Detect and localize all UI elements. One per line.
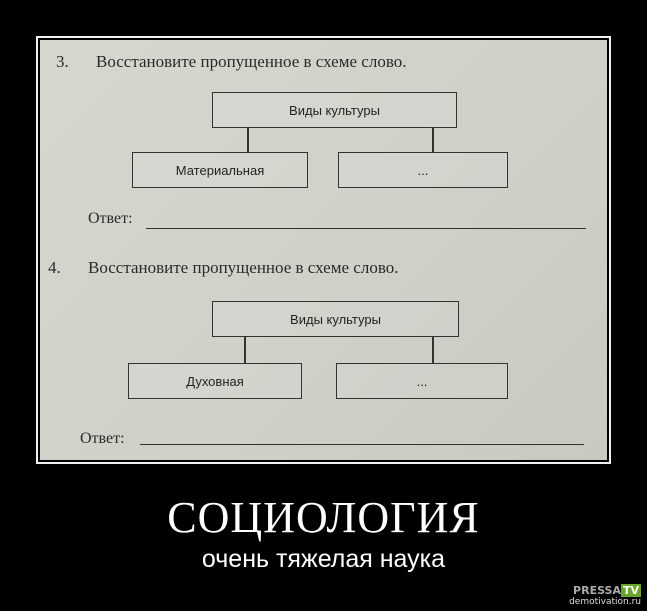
q4-number: 4. [48, 258, 61, 277]
q3-answer-line [146, 228, 586, 229]
poster-frame [36, 36, 611, 464]
q4-answer-label: Ответ: [80, 430, 125, 447]
watermark-site: demotivation.ru [569, 597, 641, 607]
q3-number: 3. [56, 52, 69, 71]
watermark-tv: TV [620, 584, 641, 597]
q3-text: Восстановите пропущенное в схеме слово. [96, 52, 407, 71]
q3-right-box: ... [338, 152, 508, 188]
q4-text: Восстановите пропущенное в схеме слово. [88, 258, 399, 277]
q4-right-box: ... [336, 363, 508, 399]
q3-root-box: Виды культуры [212, 92, 457, 128]
caption-title: СОЦИОЛОГИЯ [167, 493, 480, 542]
caption-subtitle: очень тяжелая наука [201, 545, 446, 573]
q3-left-box: Материальная [132, 152, 308, 188]
textbook-photo: 3. Восстановите пропущенное в схеме слов… [40, 40, 607, 460]
q4-root-box: Виды культуры [212, 301, 459, 337]
q3-answer-label: Ответ: [88, 210, 133, 227]
watermark-brand: PRESSA [573, 584, 621, 597]
q4-left-box: Духовная [128, 363, 302, 399]
q4-answer-line [140, 444, 584, 445]
